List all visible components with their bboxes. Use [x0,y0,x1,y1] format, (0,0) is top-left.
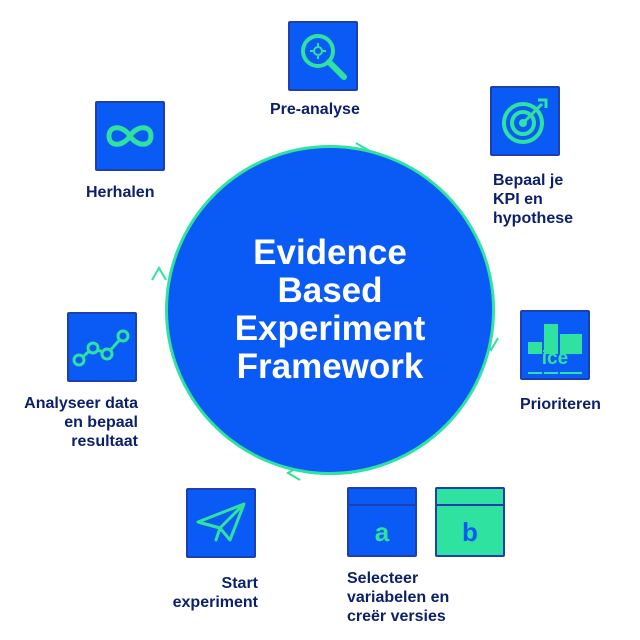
step-analyze-tile [67,312,137,382]
step-analyze-label-line: Analyseer data [24,395,138,412]
step-pre-analysis-tile [288,21,358,91]
step-kpi-label-line: Bepaal je [493,172,564,189]
target-arrow-icon [502,98,548,144]
step-variant-b-tile: b [435,487,505,557]
ice-icon-text: ice [541,348,569,369]
step-kpi-label: Bepaal je KPI en hypothese [493,171,573,228]
step-analyze-label: Analyseer data en bepaal resultaat [6,394,138,451]
paper-plane-icon [196,502,246,542]
center-title: Evidence Based Experiment Framework [234,233,426,386]
variant-a-letter: a [374,517,390,547]
step-repeat-tile [95,101,165,171]
line-graph-icon [72,329,130,367]
step-start-tile [186,488,256,558]
step-analyze-label-line: resultaat [71,433,138,450]
step-variants-label-line: variabelen en [347,589,450,606]
center-circle: Evidence Based Experiment Framework [165,145,495,475]
variant-b-letter: b [462,517,478,547]
magnifier-gear-icon [301,34,347,80]
step-kpi-label-line: hypothese [493,210,574,227]
step-analyze-label-line: en bepaal [64,414,138,431]
step-kpi-label-line: KPI en [493,191,543,208]
infinity-loop-icon [106,125,154,147]
step-variants-label-line: Selecteer [347,570,419,587]
ice-chart-icon [528,324,582,374]
step-prioritize-label: Prioriteren [520,396,601,413]
step-start-label: Start experiment [140,574,258,612]
step-variants-label: Selecteer variabelen en creër versies [347,569,449,626]
cycle-arrow-left [151,266,167,281]
step-prioritize-tile: ice [520,310,590,380]
variant-b-icon [437,489,503,506]
step-start-label-line: Start [221,575,258,592]
step-kpi-tile [490,86,560,156]
step-variants-label-line: creër versies [347,608,446,625]
step-variant-a-tile: a [347,487,417,557]
step-pre-analysis-label: Pre-analyse [270,101,360,118]
step-start-label-line: experiment [172,594,258,611]
variant-a-icon [349,489,415,506]
step-repeat-label: Herhalen [86,184,155,201]
